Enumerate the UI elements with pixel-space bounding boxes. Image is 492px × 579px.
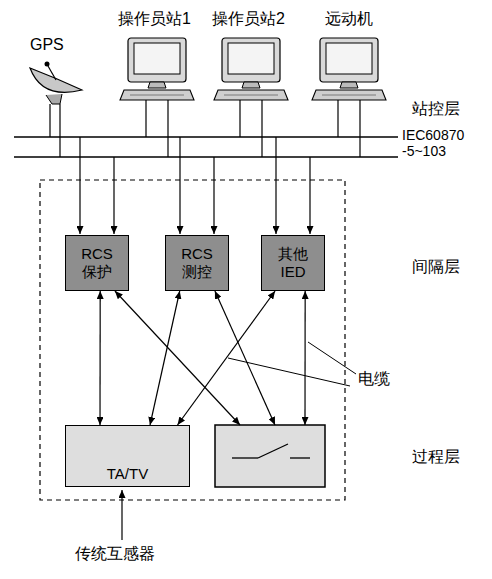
cable-arrow bbox=[115, 291, 240, 425]
node-text: TA/TV bbox=[107, 465, 148, 483]
measure-control-device: RCS 测控 bbox=[165, 235, 229, 291]
protection-device: RCS 保护 bbox=[65, 235, 129, 291]
pointer-arrow bbox=[121, 490, 122, 540]
device-region bbox=[40, 180, 345, 500]
station-bus bbox=[14, 136, 398, 138]
switch-box bbox=[215, 425, 325, 487]
device-label: 操作员站2 bbox=[212, 10, 285, 28]
cable-label: 电缆 bbox=[358, 370, 390, 388]
device-label: 操作员站1 bbox=[118, 10, 191, 28]
device-label: 远动机 bbox=[325, 10, 373, 28]
cable-arrow bbox=[99, 291, 100, 425]
telecontrol-unit bbox=[312, 38, 386, 157]
node-text: 其他 IED bbox=[273, 245, 313, 281]
node-text: RCS 保护 bbox=[77, 245, 117, 281]
layer-label: 站控层 bbox=[412, 100, 460, 118]
layer-label: 过程层 bbox=[412, 448, 460, 466]
bus-drop bbox=[80, 137, 310, 234]
cable-arrow bbox=[150, 291, 180, 425]
sensor-label: 传统互感器 bbox=[75, 545, 155, 563]
operator-station bbox=[120, 38, 194, 157]
cable-arrow bbox=[304, 291, 305, 425]
cable-arrow bbox=[215, 291, 275, 425]
operator-station bbox=[214, 38, 288, 157]
node-text: RCS 测控 bbox=[177, 245, 217, 281]
device-label: GPS bbox=[30, 36, 64, 54]
layer-label: 间隔层 bbox=[412, 258, 460, 276]
cable-arrow bbox=[178, 291, 276, 425]
station-bus bbox=[14, 156, 398, 158]
protocol-label: IEC60870 -5~103 bbox=[402, 127, 482, 159]
gps-dish bbox=[30, 62, 82, 158]
ied-device: 其他 IED bbox=[261, 235, 325, 291]
instrument-transformer-box: TA/TV bbox=[65, 425, 190, 487]
